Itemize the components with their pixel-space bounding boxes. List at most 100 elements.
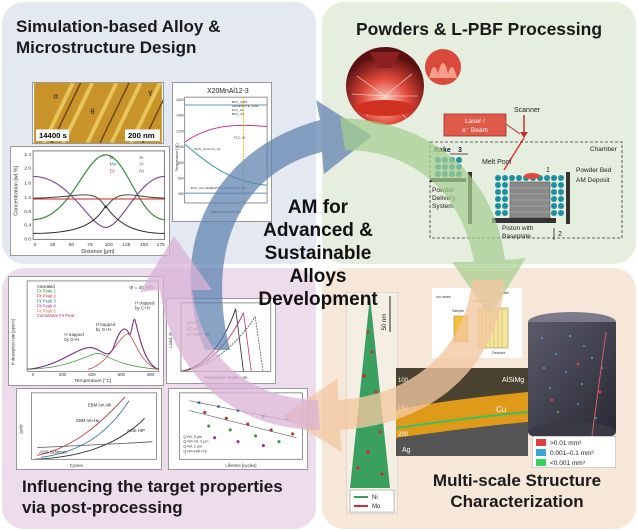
arrow-green: [340, 118, 526, 316]
pore-legend-medium: 0.001–0.1 mm³: [550, 450, 595, 457]
concentration-ylabel: Concentration [wt.%]: [13, 165, 19, 215]
legend-entry: Fit Peak 4: [37, 303, 57, 308]
cross-section-micrograph: AlSiMg Cu Ag 100 150 200: [396, 368, 528, 456]
phase-label: BCC_A2+FCC_A1: [195, 147, 221, 151]
quadrant-title-characterization: Multi-scale Structure Characterization: [402, 470, 632, 512]
scatter-xlabel: Lifetime [cycles]: [225, 463, 256, 468]
legend-c: C: [110, 155, 114, 161]
micrograph-time-label: 14400 s: [39, 131, 67, 140]
arrow-blue: [190, 100, 372, 350]
concentration-profile-chart: Concentration [wt.%] 2.4 2.0 1.6 1.2 0.8…: [10, 146, 170, 256]
concentration-xlabel: Distance [μm]: [81, 249, 115, 255]
piston-label: Piston with: [502, 225, 534, 232]
title-line-2: Characterization: [450, 492, 584, 511]
center-line: Alloys: [289, 266, 347, 287]
ytick: 2.4: [24, 152, 31, 158]
load-ylabel: Load, N: [168, 333, 173, 348]
xtick: 400: [88, 372, 96, 377]
label-cu: Cu: [496, 405, 506, 414]
micrograph-scale-label: 200 nm: [128, 131, 155, 140]
axis-label-200: 200: [398, 432, 409, 438]
fatigue-xlabel: Cycles: [70, 463, 84, 468]
fatigue-chart: Δσ/σ Cycles EBM Am.Alk EBM Am.He ASIS HI…: [16, 388, 162, 470]
pds-label: Delivery: [432, 195, 456, 202]
phase-label: FCC_A1: [232, 108, 244, 112]
legend-entry: Q+W, 2 µm: [183, 445, 202, 449]
phase-label: FCC_A1: [234, 135, 246, 139]
ytick: 400: [178, 192, 184, 196]
annotation: H trapped: [135, 300, 155, 305]
annotation: by G+H: [96, 327, 111, 332]
legend-al: Al: [139, 162, 143, 168]
center-line: Advanced &: [263, 220, 373, 241]
title-line-2: via post-processing: [22, 498, 183, 517]
pore-legend-small: <0.001 mm³: [550, 460, 586, 467]
xtick: 0: [32, 372, 35, 377]
melt-pool-label: Melt Pool: [482, 159, 512, 166]
curve-label: ASIS SLMrcon: [39, 449, 67, 454]
legend-entry: Fit Peak 1: [37, 289, 57, 294]
curve-label: EBM Am.He: [76, 418, 99, 423]
annotation: H trapped: [64, 332, 84, 337]
heating-rate: Φ = 40 K/h: [129, 285, 153, 291]
xtick: 75: [87, 242, 93, 248]
title-line-2: Microstructure Design: [16, 38, 197, 57]
tem-label: Ion beam: [436, 295, 451, 299]
pds-label: System: [432, 203, 454, 210]
xtick: 0: [34, 242, 37, 248]
tem-label: Detector: [492, 351, 506, 355]
xtick: 175: [157, 242, 165, 248]
title-line-1: Multi-scale Structure: [432, 471, 602, 490]
axis-label-100: 100: [398, 378, 409, 384]
apt-legend-ni: Ni: [372, 495, 378, 501]
xtick: 200: [59, 372, 67, 377]
phase-label-gamma: γ: [148, 88, 152, 97]
phase-label: BCC_A2#1: [232, 100, 248, 104]
title-line-1: Simulation-based Alloy &: [16, 17, 221, 36]
arrow-pink: [140, 236, 320, 430]
legend-mn: Mn: [110, 162, 117, 168]
legend-entry: Annealed: [37, 284, 55, 289]
apt-scale-bar: 50 nm: [382, 314, 388, 331]
legend-si: Si: [139, 155, 143, 161]
legend-entry: Fit Peak 3: [37, 299, 57, 304]
tds-ylabel: H desorption rate [ppm/s]: [10, 319, 15, 365]
legend-entry: Cumulative Fit Peak: [37, 313, 76, 318]
quadrant-title-post-processing: Influencing the target properties via po…: [22, 476, 283, 518]
phase-label: BCC_A2: [232, 112, 244, 116]
center-line: Development: [258, 289, 378, 310]
fatigue-ylabel: Δσ/σ: [19, 424, 24, 434]
pore-legend-large: >0.01 mm³: [550, 440, 582, 447]
laser-source-box: [443, 113, 507, 137]
curve-label: EBM Am.Alk: [88, 403, 112, 408]
laser-label: Laser /: [465, 118, 485, 125]
label-alsimg: AlSiMg: [502, 377, 524, 384]
annotation: by G+H: [64, 337, 79, 342]
tds-xlabel: Temperature [°C]: [74, 378, 112, 384]
piston-label: Baseplate: [502, 233, 531, 240]
rake-step: 3: [458, 147, 462, 154]
center-line: AM for: [287, 197, 349, 218]
center-line: Sustainable: [264, 243, 372, 264]
step-2: 2: [558, 231, 562, 238]
legend-ni: Ni: [139, 169, 144, 175]
ytick: 0.0: [24, 236, 31, 242]
apt-legend-mo: Mo: [372, 504, 381, 510]
phase-label-theta: θ: [90, 107, 94, 116]
xtick: 25: [50, 242, 56, 248]
phase-label-alpha: α: [53, 91, 58, 100]
ct-pore-reconstruction: [528, 312, 616, 442]
phase-label: CEMENTITE_D011: [232, 104, 259, 108]
xtick: 600: [118, 372, 126, 377]
step-1: 1: [546, 167, 550, 174]
ytick: 600: [178, 176, 184, 180]
chamber-label: Chamber: [590, 146, 618, 153]
scanner-label: Scanner: [514, 107, 541, 114]
microstructure-micrograph: α θ γ 14400 s 200 nm: [32, 82, 164, 144]
chamber-outline: [429, 141, 623, 239]
am-deposit-label: AM Deposit: [576, 177, 610, 184]
central-theme: AM for Advanced & Sustainable Alloys Dev…: [232, 196, 404, 311]
annotation: H trapped: [96, 322, 116, 327]
legend-entry: Q+W, 5 µm: [183, 435, 202, 439]
